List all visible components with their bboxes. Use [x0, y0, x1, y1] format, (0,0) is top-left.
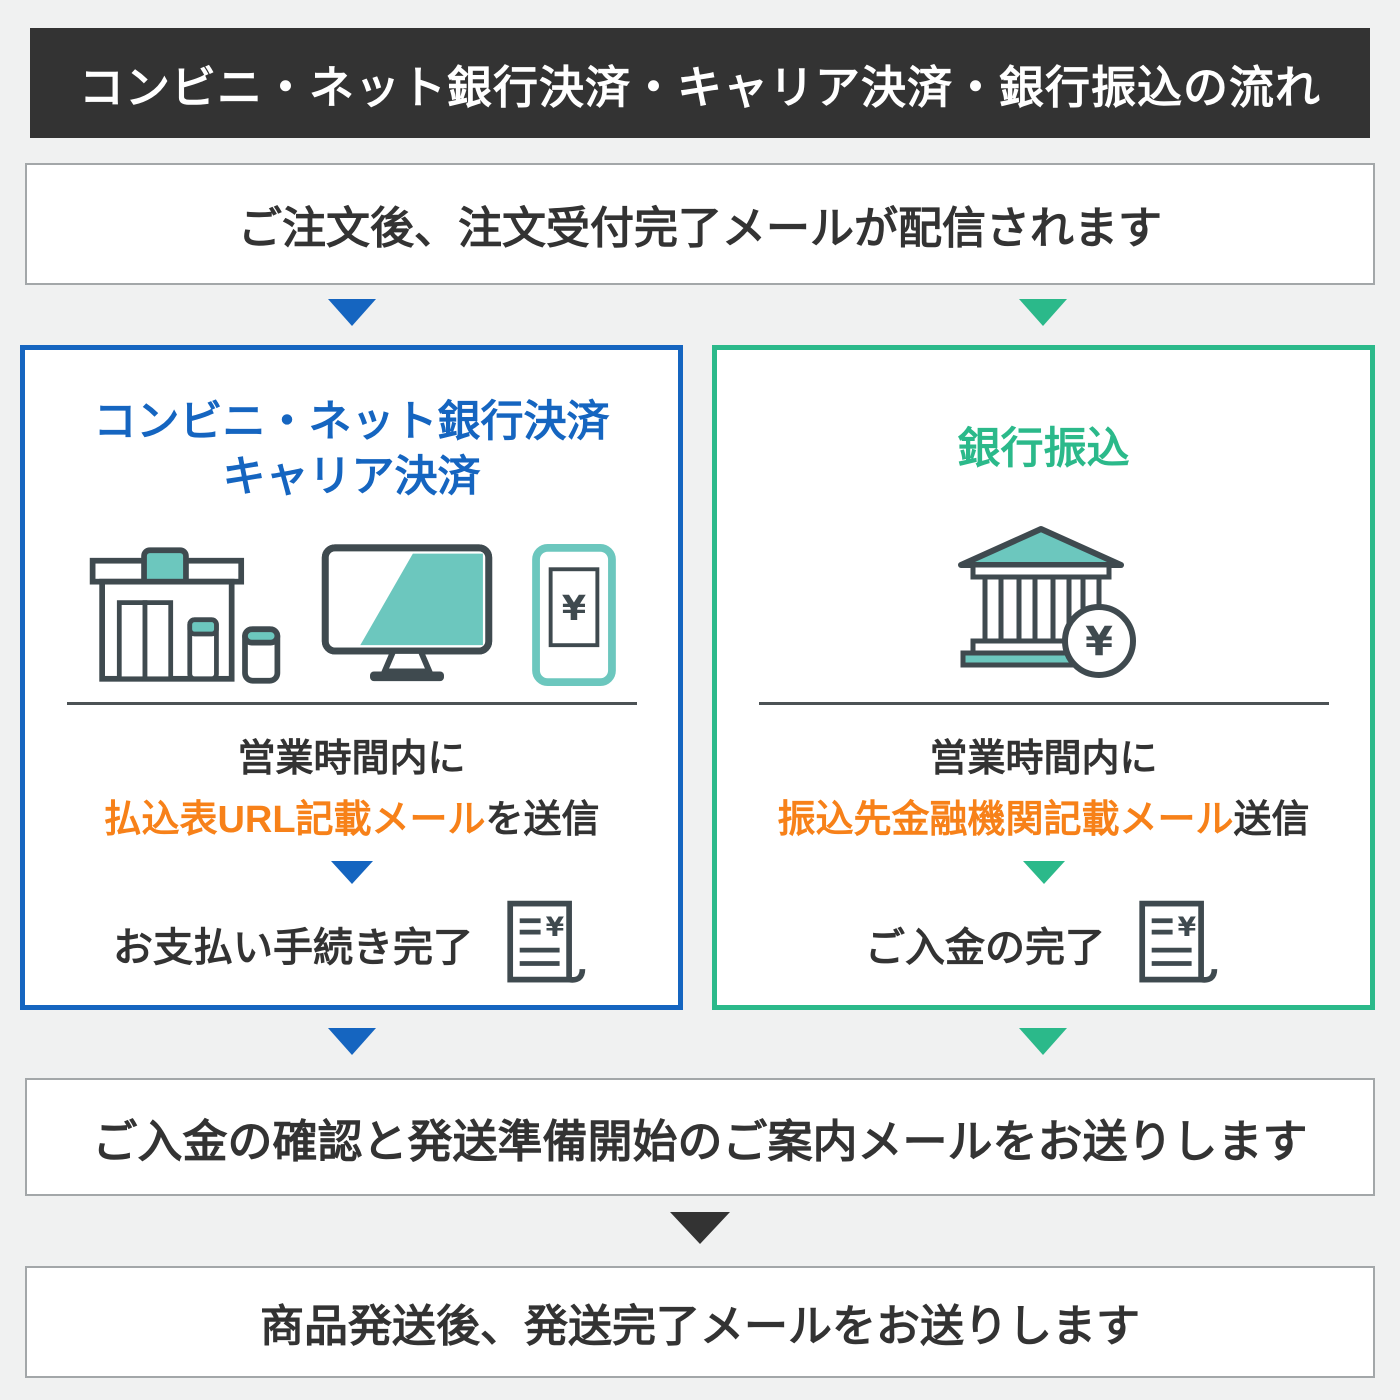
- left-business-hours-text: 営業時間内に: [237, 738, 466, 780]
- order-confirmation-box: ご注文後、注文受付完了メールが配信されます: [25, 163, 1375, 285]
- left-panel-title-line2: キャリア決済: [222, 453, 481, 501]
- payment-confirmation-text: ご入金の確認と発送準備開始のご案内メールをお送りします: [92, 1115, 1308, 1167]
- bank-icon: ¥: [957, 526, 1136, 678]
- left-panel-title: コンビニ・ネット銀行決済 キャリア決済: [94, 390, 610, 510]
- order-confirmation-text: ご注文後、注文受付完了メールが配信されます: [238, 204, 1162, 253]
- receipt-icon: ¥: [1139, 900, 1218, 983]
- arrow-down-blue-small-icon: [330, 861, 373, 884]
- arrow-down-blue-top-icon: [328, 299, 376, 326]
- deposit-complete-text: ご入金の完了: [865, 925, 1105, 970]
- arrow-down-blue-bottom-icon: [328, 1028, 376, 1055]
- left-mail-sent-text: 払込表URL記載メールを送信: [103, 788, 599, 843]
- smartphone-yen-label: ¥: [561, 588, 585, 629]
- left-mail-suffix: を送信: [485, 799, 600, 841]
- payment-confirmation-box: ご入金の確認と発送準備開始のご案内メールをお送りします: [25, 1078, 1375, 1196]
- right-final-row: ご入金の完了 ¥: [865, 896, 1222, 991]
- bank-yen-label: ¥: [1085, 619, 1113, 665]
- page-title-text: コンビニ・ネット銀行決済・キャリア決済・銀行振込の流れ: [78, 61, 1321, 113]
- left-final-row: お支払い手続き完了 ¥: [113, 896, 590, 991]
- right-mail-highlight: 振込先金融機関記載メール: [777, 799, 1234, 841]
- right-mail-suffix: 送信: [1233, 799, 1310, 841]
- receipt-yen-label: ¥: [546, 912, 565, 943]
- arrow-down-green-top-icon: [1019, 299, 1067, 326]
- payment-complete-text: お支払い手続き完了: [113, 925, 473, 970]
- computer-monitor-icon: [321, 544, 492, 682]
- right-business-hours-text: 営業時間内に: [929, 738, 1158, 780]
- left-payment-panel: コンビニ・ネット銀行決済 キャリア決済: [20, 345, 683, 1010]
- receipt-yen-label: ¥: [1178, 912, 1197, 943]
- right-panel-icons: ¥: [717, 518, 1370, 688]
- left-mail-highlight: 払込表URL記載メール: [103, 799, 486, 841]
- left-panel-divider: [66, 702, 637, 705]
- shipping-complete-text: 商品発送後、発送完了メールをお送りします: [260, 1302, 1140, 1351]
- right-mail-sent-text: 振込先金融機関記載メール送信: [777, 788, 1309, 843]
- arrow-down-green-bottom-icon: [1019, 1028, 1067, 1055]
- left-panel-icons: ¥: [25, 518, 678, 688]
- right-panel-title-line1: 銀行振込: [957, 425, 1130, 474]
- right-panel-divider: [758, 702, 1329, 705]
- shipping-complete-box: 商品発送後、発送完了メールをお送りします: [25, 1266, 1375, 1378]
- convenience-store-icon: [89, 547, 280, 684]
- receipt-icon: ¥: [507, 900, 586, 983]
- smartphone-icon: ¥: [531, 543, 616, 687]
- left-panel-title-line1: コンビニ・ネット銀行決済: [93, 397, 610, 446]
- right-payment-panel: 銀行振込 ¥ 営業時間内に 振込先金融機関記載メール送信 ご入金の完: [712, 345, 1375, 1010]
- page-title: コンビニ・ネット銀行決済・キャリア決済・銀行振込の流れ: [30, 28, 1370, 138]
- arrow-down-green-small-icon: [1022, 861, 1065, 884]
- arrow-down-dark-icon: [670, 1212, 730, 1244]
- right-panel-title: 銀行振込: [958, 390, 1130, 510]
